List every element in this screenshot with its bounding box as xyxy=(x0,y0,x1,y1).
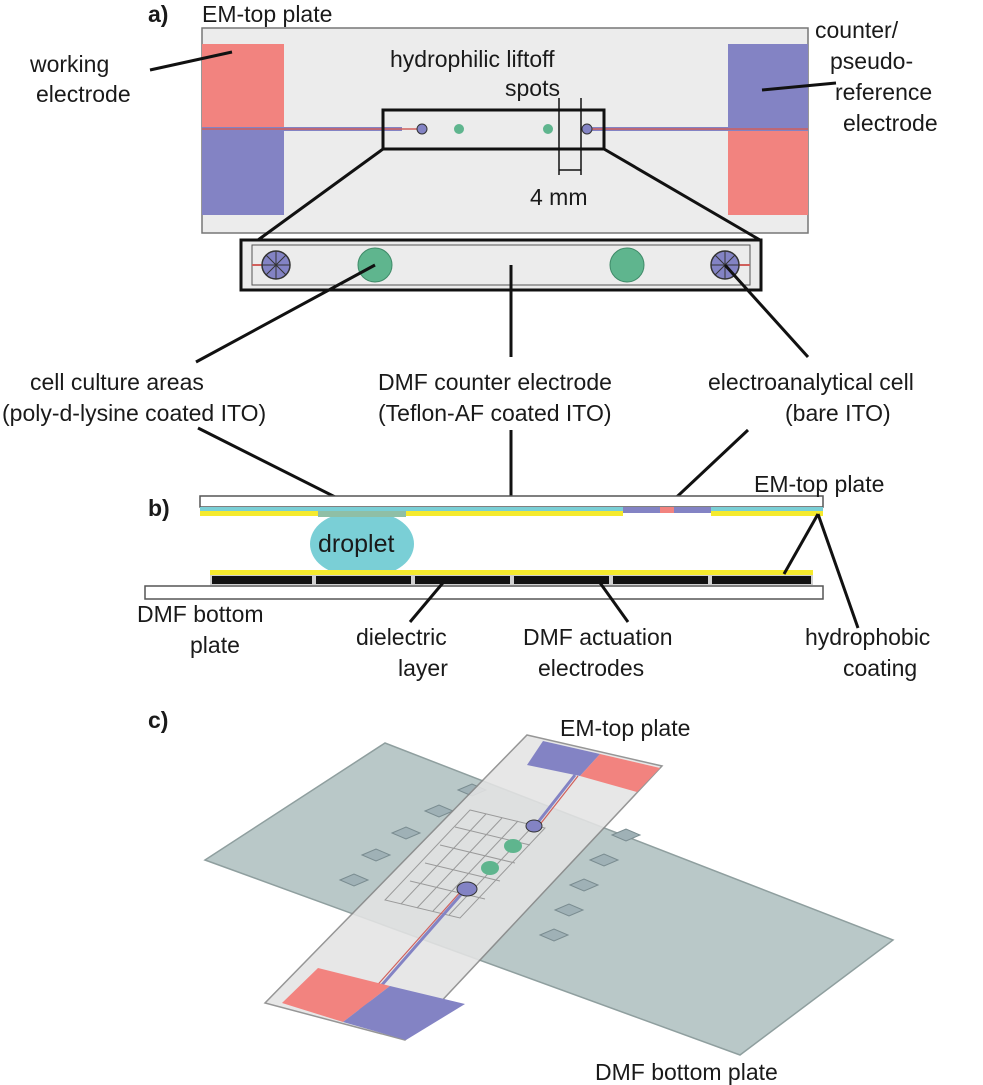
zoom-projection-right xyxy=(603,147,761,242)
electroanalytical-working xyxy=(660,507,674,513)
panel-a-title: EM-top plate xyxy=(202,1,332,27)
counter-electrode-leader xyxy=(761,81,837,92)
bottom-counter-pad-3d xyxy=(343,986,465,1040)
zoom-region-box xyxy=(381,108,606,151)
dielectric-label-1: dielectric xyxy=(356,624,447,650)
culture-label-2: (poly-d-lysine coated ITO) xyxy=(2,400,266,426)
hydrophobic-label-1: hydrophobic xyxy=(805,624,930,650)
electrode-grid-3d xyxy=(384,809,546,919)
dmf-bottom-plate-3d xyxy=(203,742,895,1056)
culture-leader xyxy=(195,263,376,364)
dielectric-leader xyxy=(408,577,449,623)
panel-a: a) EM-top plate 4 mm working electrode c… xyxy=(2,1,938,514)
culture-label-1: cell culture areas xyxy=(30,369,204,395)
zoomed-plate xyxy=(241,240,761,290)
working-electrode-label-1: working xyxy=(29,51,109,77)
working-electrode-pad xyxy=(202,44,284,128)
dmf-counter-label-2: (Teflon-AF coated ITO) xyxy=(378,400,612,426)
zoom-projection-left xyxy=(257,147,384,242)
bottom-plate-label-1: DMF bottom xyxy=(137,601,264,627)
dielectric-label-2: layer xyxy=(398,655,448,681)
counter-label-4: electrode xyxy=(843,110,938,136)
bottom-working-pad-3d xyxy=(282,968,390,1022)
counter-label-3: reference xyxy=(835,79,932,105)
electroanalytical-label-2: (bare ITO) xyxy=(785,400,891,426)
panel-b-label: b) xyxy=(148,495,170,521)
electroanalytical-spot-right xyxy=(581,123,593,135)
counter-label-2: pseudo- xyxy=(830,48,913,74)
zoomed-view-border xyxy=(239,238,763,292)
top-counter-pad-3d xyxy=(527,741,600,776)
panel-b: b) EM-top plate droplet DMF bo xyxy=(137,471,930,681)
electroanalytical-leader xyxy=(723,263,810,359)
dielectric-layer xyxy=(210,575,813,585)
top-lead-3d xyxy=(533,774,577,827)
bottom-plate-label-2: plate xyxy=(190,632,240,658)
spot-electroanalytical-bottom-3d xyxy=(456,881,478,897)
droplet-label: droplet xyxy=(318,530,394,558)
top-ito-layer-right xyxy=(711,507,823,511)
c-bottom-plate-label: DMF bottom plate xyxy=(595,1059,778,1085)
panel-c: c) xyxy=(148,707,895,1085)
electroanalytical-to-b-leader xyxy=(663,428,750,510)
actuation-leader xyxy=(596,579,630,623)
working-electrode-leader xyxy=(149,50,233,72)
panel-a-label: a) xyxy=(148,1,168,27)
c-top-plate-label: EM-top plate xyxy=(560,715,690,741)
cross-section-top-plate xyxy=(199,495,824,508)
spot-culture-bottom-3d xyxy=(481,861,499,875)
zoom-culture-right xyxy=(609,247,645,283)
spot-culture-top-3d xyxy=(504,839,522,853)
top-hydrophobic-layer-right xyxy=(711,511,823,516)
contact-pads-3d xyxy=(338,783,642,942)
cross-section-bottom-plate xyxy=(144,585,824,600)
top-lead-red-3d xyxy=(537,775,579,828)
culture-spot-left xyxy=(454,124,464,134)
working-electrode-pad-right xyxy=(728,131,808,215)
liftoff-label-2: spots xyxy=(505,75,560,101)
zoom-electroanalytical-left xyxy=(261,250,291,280)
scale-label: 4 mm xyxy=(530,184,588,210)
bottom-hydrophobic-layer xyxy=(210,570,813,575)
top-ito-layer xyxy=(200,507,623,511)
actuation-label-2: electrodes xyxy=(538,655,644,681)
counter-label-1: counter/ xyxy=(815,17,899,43)
hydrophobic-label-2: coating xyxy=(843,655,917,681)
spot-electroanalytical-top-3d xyxy=(525,819,543,833)
electroanalytical-spot-left xyxy=(416,123,428,135)
panel-c-label: c) xyxy=(148,707,168,733)
culture-spot-right xyxy=(543,124,553,134)
actuation-electrodes xyxy=(212,576,811,584)
liftoff-label-1: hydrophilic liftoff xyxy=(390,46,555,72)
top-hydrophobic-layer xyxy=(200,511,623,516)
top-working-pad-3d xyxy=(580,754,660,792)
droplet-culture-area xyxy=(318,511,406,517)
actuation-label-1: DMF actuation xyxy=(523,624,673,650)
dmf-counter-label-1: DMF counter electrode xyxy=(378,369,612,395)
b-top-plate-label: EM-top plate xyxy=(754,471,884,497)
electroanalytical-label-1: electroanalytical cell xyxy=(708,369,914,395)
droplet xyxy=(310,513,414,575)
counter-electrode-pad-left xyxy=(202,131,284,215)
hydrophobic-leader-top xyxy=(816,513,860,629)
working-electrode-label-2: electrode xyxy=(36,81,131,107)
hydrophobic-leader-bottom xyxy=(782,513,820,575)
